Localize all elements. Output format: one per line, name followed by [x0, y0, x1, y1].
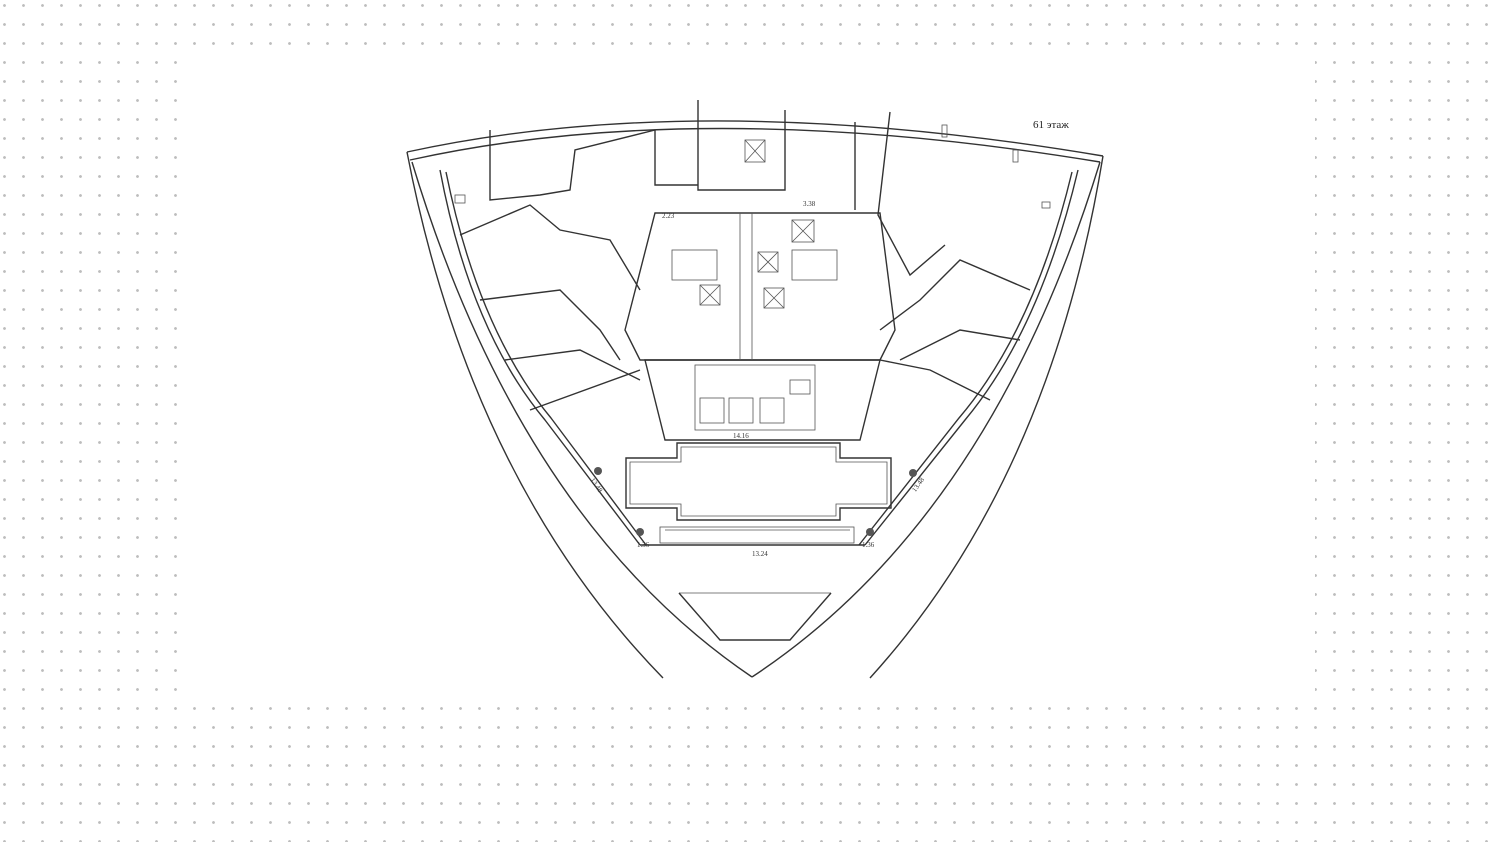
- dim-edge-left: 1.36: [637, 541, 650, 549]
- elevator-icons: [699, 139, 815, 309]
- building-walls: [439, 100, 1079, 546]
- floor-plan-viewer: [185, 52, 1315, 704]
- building-core: [624, 139, 896, 441]
- column-marker: [866, 528, 874, 536]
- dim-terrace-width: 13.24: [752, 550, 768, 558]
- dim-corridor-left: 2.23: [662, 212, 675, 220]
- dim-side-right: 13.48: [910, 476, 926, 494]
- dim-edge-right: 1.36: [862, 541, 875, 549]
- dim-corridor-right: 3.38: [803, 200, 816, 208]
- terrace-pool: [594, 442, 917, 544]
- dim-side-left: 13.48: [588, 476, 604, 494]
- outer-contour: [406, 120, 1104, 679]
- column-marker: [594, 467, 602, 475]
- floor-label: 61 этаж: [1033, 119, 1069, 131]
- column-marker: [909, 469, 917, 477]
- dim-core-width: 14.16: [733, 432, 749, 440]
- column-marker: [636, 528, 644, 536]
